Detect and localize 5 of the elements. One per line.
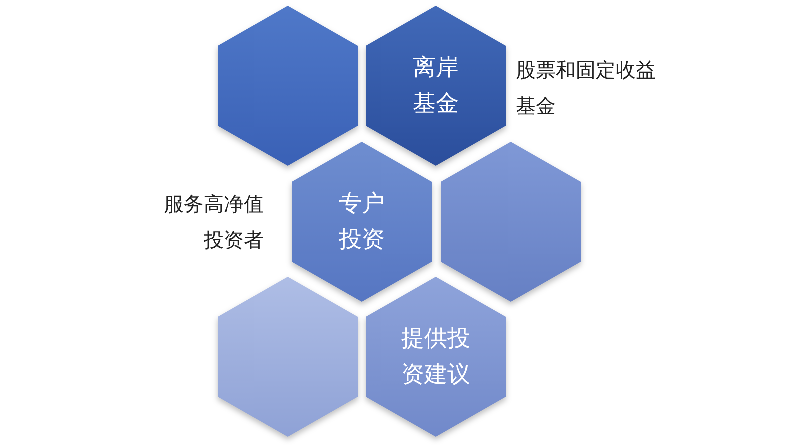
- side-caption: 服务高净值投资者: [163, 191, 264, 254]
- side-caption: 股票和固定收益基金: [516, 57, 657, 120]
- node-label: 提供投资建议: [400, 325, 472, 390]
- node-label: 离岸基金: [412, 54, 460, 119]
- node-label: 专户投资: [338, 190, 386, 255]
